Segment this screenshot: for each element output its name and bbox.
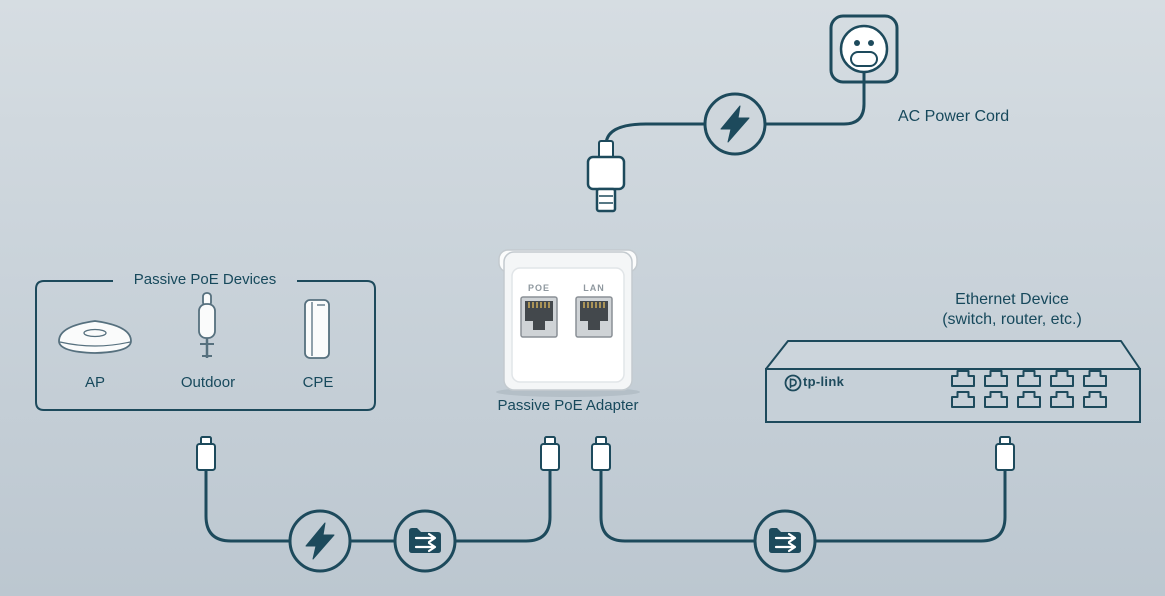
poe-devices-box (35, 280, 376, 411)
rj45-plug-icon (995, 436, 1015, 471)
power-icon (288, 509, 352, 573)
outdoor-label: Outdoor (180, 374, 236, 391)
ap-label: AP (84, 374, 105, 391)
data-transfer-icon (393, 509, 457, 573)
ethernet-cable-right (599, 466, 1007, 543)
rj45-port-lan (575, 296, 613, 338)
tp-link-brand: tp-link (803, 374, 845, 389)
rj45-plug-icon (591, 436, 611, 471)
tp-link-logo-icon (784, 374, 802, 392)
power-connector-icon (586, 140, 626, 213)
cpe-label: CPE (302, 374, 334, 391)
ceiling-ap-icon (58, 320, 132, 354)
rj45-port-poe (520, 296, 558, 338)
ethernet-cable-left (204, 466, 552, 543)
power-plug-icon (850, 40, 878, 67)
adapter-port-label-poe: POE (527, 283, 550, 293)
power-icon (703, 92, 767, 156)
adapter-port-label-lan: LAN (583, 283, 605, 293)
cpe-icon (304, 299, 330, 359)
poe-devices-title: Passive PoE Devices (133, 271, 277, 288)
poe-adapter (496, 249, 640, 397)
ac-power-cord-label: AC Power Cord (898, 108, 1010, 125)
outdoor-antenna-icon (198, 292, 216, 358)
ethernet-device-subtitle: (switch, router, etc.) (942, 311, 1082, 328)
ethernet-switch (765, 340, 1141, 423)
ethernet-device-title: Ethernet Device (955, 291, 1069, 308)
rj45-plug-icon (196, 436, 216, 471)
data-transfer-icon (753, 509, 817, 573)
adapter-label: Passive PoE Adapter (497, 397, 639, 414)
wall-outlet (829, 14, 899, 84)
rj45-plug-icon (540, 436, 560, 471)
